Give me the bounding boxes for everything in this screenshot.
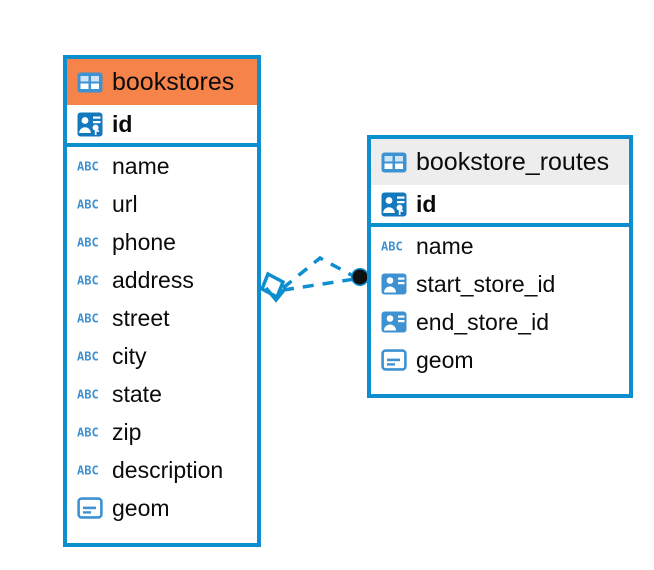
primary-key-section-bookstore-routes: id xyxy=(371,185,629,227)
column-label-zip: zip xyxy=(112,418,142,445)
column-label-phone: phone xyxy=(112,228,176,255)
svg-text:ABC: ABC xyxy=(77,236,99,250)
column-label-end-store-id: end_store_id xyxy=(416,308,549,335)
text-type-icon: ABC xyxy=(77,388,99,402)
svg-text:ABC: ABC xyxy=(77,388,99,402)
columns-section-bookstore-routes: ABC name start_store_id end_store_i xyxy=(371,227,629,379)
entity-bookstores[interactable]: bookstores id ABC name A xyxy=(63,55,261,547)
column-row-end-store-id[interactable]: end_store_id xyxy=(371,303,629,341)
primary-key-icon xyxy=(381,192,407,216)
svg-text:ABC: ABC xyxy=(77,464,99,478)
primary-key-section-bookstores: id xyxy=(67,105,257,147)
column-label-start-store-id: start_store_id xyxy=(416,270,556,297)
column-label-geom: geom xyxy=(416,346,474,373)
column-label-id: id xyxy=(112,110,133,137)
column-label-name: name xyxy=(416,232,474,259)
svg-text:ABC: ABC xyxy=(381,240,403,254)
column-label-name: name xyxy=(112,152,170,179)
primary-key-icon xyxy=(77,112,103,136)
columns-section-bookstores: ABC name ABC url ABC phone ABC address A… xyxy=(67,147,257,527)
column-row-phone[interactable]: ABC phone xyxy=(67,223,257,261)
text-type-icon: ABC xyxy=(77,236,99,250)
column-label-id: id xyxy=(416,190,437,217)
column-row-description[interactable]: ABC description xyxy=(67,451,257,489)
entity-bookstore-routes[interactable]: bookstore_routes id ABC name xyxy=(367,135,633,398)
entity-header-bookstore-routes[interactable]: bookstore_routes xyxy=(371,139,629,185)
svg-text:ABC: ABC xyxy=(77,312,99,326)
table-icon xyxy=(381,152,407,172)
column-row-name[interactable]: ABC name xyxy=(371,227,629,265)
column-row-address[interactable]: ABC address xyxy=(67,261,257,299)
column-label-geom: geom xyxy=(112,494,170,521)
column-label-url: url xyxy=(112,190,138,217)
geometry-type-icon xyxy=(77,497,103,519)
svg-text:ABC: ABC xyxy=(77,160,99,174)
svg-text:ABC: ABC xyxy=(77,350,99,364)
column-row-geom[interactable]: geom xyxy=(371,341,629,379)
column-row-zip[interactable]: ABC zip xyxy=(67,413,257,451)
column-row-geom[interactable]: geom xyxy=(67,489,257,527)
foreign-key-icon xyxy=(381,311,407,333)
svg-text:ABC: ABC xyxy=(77,274,99,288)
svg-text:ABC: ABC xyxy=(77,198,99,212)
text-type-icon: ABC xyxy=(77,464,99,478)
foreign-key-icon xyxy=(381,273,407,295)
column-row-street[interactable]: ABC street xyxy=(67,299,257,337)
entity-title-bookstores: bookstores xyxy=(112,67,235,96)
column-row-id[interactable]: id xyxy=(67,105,257,143)
column-row-name[interactable]: ABC name xyxy=(67,147,257,185)
column-label-street: street xyxy=(112,304,170,331)
column-row-url[interactable]: ABC url xyxy=(67,185,257,223)
text-type-icon: ABC xyxy=(77,274,99,288)
table-icon xyxy=(77,72,103,92)
column-label-address: address xyxy=(112,266,194,293)
column-row-state[interactable]: ABC state xyxy=(67,375,257,413)
relationship-path-lower xyxy=(282,277,356,292)
text-type-icon: ABC xyxy=(77,426,99,440)
geometry-type-icon xyxy=(381,349,407,371)
text-type-icon: ABC xyxy=(381,240,403,254)
column-label-city: city xyxy=(112,342,147,369)
text-type-icon: ABC xyxy=(77,160,99,174)
entity-header-bookstores[interactable]: bookstores xyxy=(67,59,257,105)
text-type-icon: ABC xyxy=(77,350,99,364)
crows-foot-diamond-marker xyxy=(259,271,286,303)
column-label-state: state xyxy=(112,380,162,407)
column-row-id[interactable]: id xyxy=(371,185,629,223)
relationship-path-upper xyxy=(281,255,356,290)
column-row-city[interactable]: ABC city xyxy=(67,337,257,375)
text-type-icon: ABC xyxy=(77,312,99,326)
entity-title-bookstore-routes: bookstore_routes xyxy=(416,147,610,176)
text-type-icon: ABC xyxy=(77,198,99,212)
column-row-start-store-id[interactable]: start_store_id xyxy=(371,265,629,303)
column-label-description: description xyxy=(112,456,224,483)
svg-text:ABC: ABC xyxy=(77,426,99,440)
